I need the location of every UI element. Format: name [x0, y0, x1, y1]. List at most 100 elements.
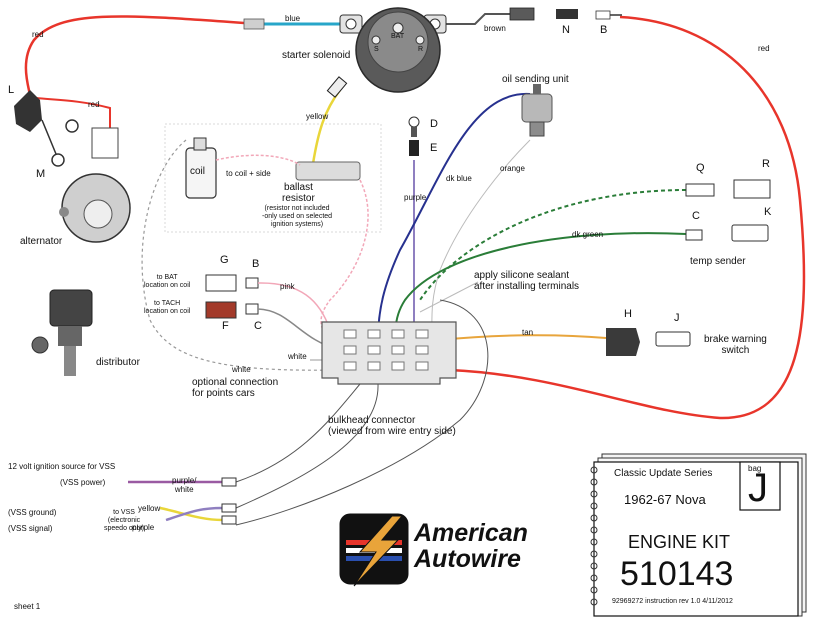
wire-pink-down: [320, 179, 369, 349]
logo-line2: Autowire: [414, 545, 521, 573]
letter-f: F: [222, 320, 229, 332]
label-vss-yellow: yellow: [138, 504, 161, 513]
kit-number: 510143: [620, 555, 734, 593]
connector-b: [595, 10, 611, 20]
label-ballast-resistor: ballast resistor: [282, 182, 315, 204]
letter-r: R: [762, 158, 770, 170]
label-temp-sender: temp sender: [690, 256, 746, 267]
label-vss-purple: purple: [132, 523, 155, 532]
wire-vss-1: [235, 383, 361, 483]
label-to-bat: to BAT location on coil: [144, 274, 191, 289]
label-ballast-note: (resistor not included -only used on sel…: [262, 205, 333, 228]
wire-pink-b: [257, 282, 331, 331]
alternator: [59, 173, 131, 243]
letter-n: N: [562, 24, 570, 36]
wire-dk-blue: [377, 92, 531, 341]
connector-h: [606, 328, 640, 356]
letter-e: E: [430, 142, 438, 154]
label-brown: brown: [484, 24, 506, 33]
spiral-binding: [590, 466, 598, 606]
terminal-e: [409, 140, 419, 156]
logo-mark: [339, 513, 409, 587]
label-dk-blue: dk blue: [446, 174, 472, 183]
label-dk-green: dk green: [572, 230, 604, 239]
label-to-vss: to VSS (electronic speedo only): [104, 509, 145, 532]
brown-connector: [509, 7, 535, 21]
label-alternator: alternator: [20, 236, 63, 247]
letter-b1: B: [600, 24, 608, 36]
wire-pink-dashed: [215, 154, 301, 166]
blue-terminal: [243, 18, 265, 30]
ballast-frame: [164, 123, 382, 233]
label-yellow: yellow: [306, 112, 329, 121]
connector-l: [14, 90, 42, 132]
distributor: [31, 289, 93, 376]
label-red-alt: red: [88, 100, 100, 109]
kit-bag-letter: J: [748, 466, 768, 510]
wire-gray-orange: [431, 139, 531, 341]
letter-k: K: [764, 206, 772, 218]
sheet-label: sheet 1: [14, 602, 41, 611]
label-vss-signal: (VSS signal): [8, 524, 53, 533]
letter-c2: C: [254, 320, 262, 332]
wire-optional-dashed: [141, 139, 341, 371]
label-purple-white: purple/ white: [172, 476, 197, 494]
wire-red-top-left: [24, 15, 245, 96]
label-orange: orange: [500, 164, 525, 173]
connector-k: [731, 224, 769, 242]
wire-yellow: [310, 89, 342, 171]
wire-vss-3: [235, 299, 489, 526]
letter-j: J: [674, 312, 680, 324]
connector-r: [733, 179, 771, 199]
label-to-coil-side: to coil + side: [226, 169, 271, 178]
label-to-tach: to TACH location on coil: [144, 300, 191, 315]
wire-dk-green-dashed: [419, 189, 687, 301]
label-coil: coil: [190, 166, 206, 177]
kit-footer: 92969272 instruction rev 1.0 4/11/2012: [612, 598, 733, 605]
label-vss-power: (VSS power): [60, 478, 106, 487]
connector-q: [685, 183, 715, 197]
label-bulkhead: bulkhead connector (viewed from wire ent…: [328, 415, 456, 437]
connector-n: [556, 9, 578, 19]
wire-vss-2: [235, 383, 379, 509]
label-distributor: distributor: [96, 357, 140, 368]
kit-series: Classic Update Series: [614, 468, 713, 479]
label-vss-source: 12 volt ignition source for VSS: [8, 462, 116, 471]
connector-c: [685, 229, 703, 241]
connector-g: [205, 274, 237, 292]
yellow-ring-terminal: [326, 76, 348, 98]
label-brake-warning-switch: brake warning switch: [704, 334, 767, 356]
connector-f: [205, 301, 237, 319]
wire-vss-purple: [165, 506, 223, 522]
connector-j: [655, 331, 691, 347]
letter-d: D: [430, 118, 438, 130]
label-solenoid-r: R: [418, 46, 424, 53]
letter-l: L: [8, 84, 15, 96]
label-purple: purple: [404, 193, 427, 202]
kit-title: ENGINE KIT: [628, 532, 731, 552]
wire-red-right: [449, 15, 806, 420]
bulkhead-connector: [321, 321, 457, 385]
label-solenoid-s: S: [374, 46, 379, 53]
label-starter-solenoid: starter solenoid: [282, 50, 351, 61]
letter-b2: B: [252, 258, 260, 270]
label-silicone: apply silicone sealant after installing …: [474, 270, 580, 292]
ballast-resistor-body: [295, 161, 361, 181]
wire-tan: [439, 334, 607, 341]
label-tan: tan: [522, 328, 534, 337]
letter-g: G: [220, 254, 229, 266]
label-white: white: [288, 352, 307, 361]
letter-h: H: [624, 308, 632, 320]
wire-brown: [446, 13, 520, 25]
kit-booklet: [593, 453, 807, 617]
label-vss-ground: (VSS ground): [8, 508, 57, 517]
label-optional-connection: optional connection for points cars: [192, 377, 279, 399]
label-blue: blue: [285, 14, 301, 23]
label-pink: pink: [280, 282, 295, 291]
wire-vss-yellow: [159, 506, 223, 522]
wire-red-alt: [35, 97, 111, 128]
letter-c1: C: [692, 210, 700, 222]
label-red-top-left: red: [32, 30, 44, 39]
oil-sending-unit: [521, 84, 553, 137]
